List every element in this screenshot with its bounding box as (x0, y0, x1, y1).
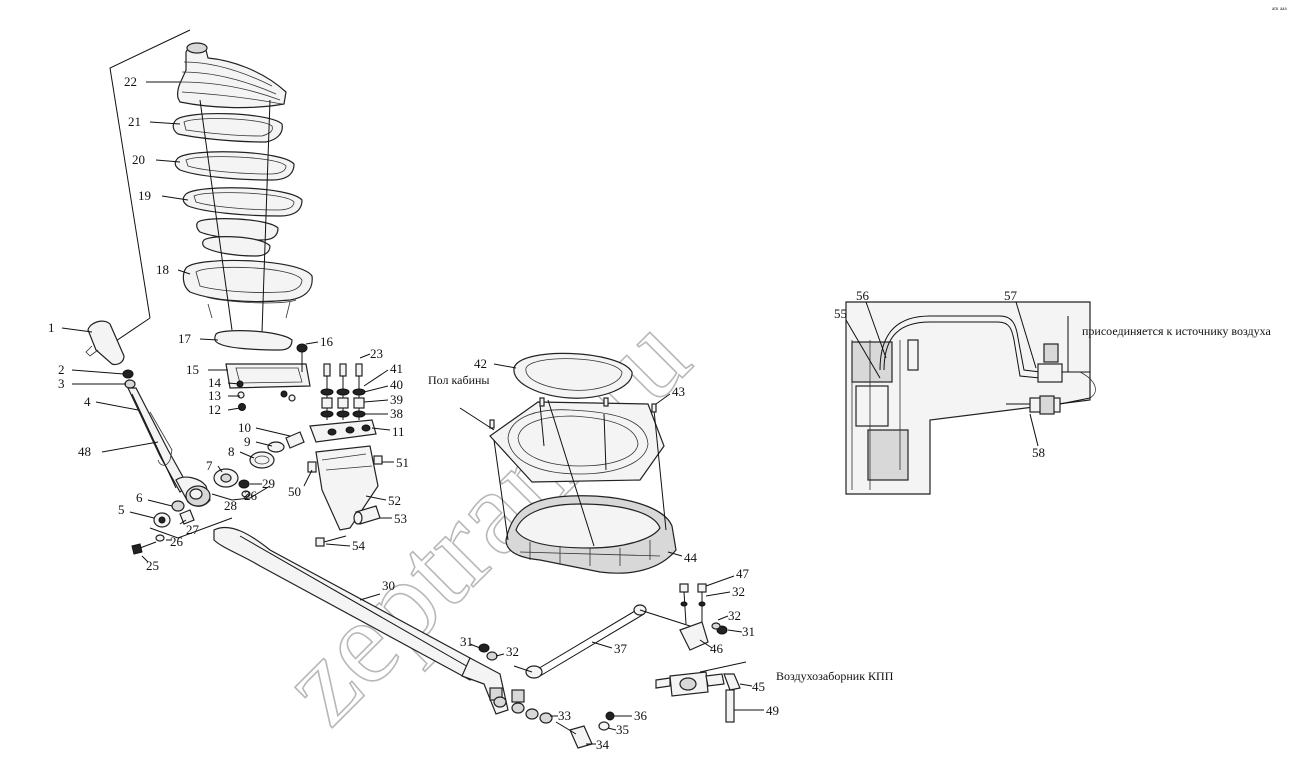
callout-10: 10 (238, 420, 251, 435)
callout-19: 19 (138, 188, 151, 203)
callout-3: 3 (58, 376, 65, 391)
part-1-knob (85, 320, 125, 366)
callout-49: 49 (766, 703, 779, 718)
annotation-gearbox-air-intake: Воздухозаборник КПП (776, 669, 894, 683)
callout-37: 37 (614, 641, 628, 656)
callout-58: 58 (1032, 445, 1045, 460)
linkage-assembly (213, 526, 747, 749)
callout-12: 12 (208, 402, 221, 417)
callout-50: 50 (288, 484, 301, 499)
callout-27: 27 (186, 522, 200, 537)
bracket-assembly (296, 343, 383, 547)
callout-21: 21 (128, 114, 141, 129)
floor-housing-assembly (459, 352, 677, 574)
callout-55: 55 (834, 306, 847, 321)
callout-8: 8 (228, 444, 235, 459)
callout-6: 6 (136, 490, 143, 505)
callouts: 22 21 20 19 18 17 15 14 13 12 1 2 3 4 48… (48, 74, 1045, 752)
callout-34: 34 (596, 737, 610, 752)
annotation-air-source: присоединяется к источнику воздуха (1082, 324, 1271, 338)
callout-52: 52 (388, 493, 401, 508)
callout-39: 39 (390, 392, 403, 407)
corner-mark: ᵃᵐ ᵃᵃᵃ (1272, 5, 1287, 14)
callout-35: 35 (616, 722, 629, 737)
callout-28: 28 (224, 498, 237, 513)
air-line-inset (845, 301, 1096, 495)
callout-2: 2 (58, 362, 65, 377)
callout-5: 5 (118, 502, 125, 517)
callout-32-lower: 32 (506, 644, 519, 659)
callout-13: 13 (208, 388, 221, 403)
callout-46: 46 (710, 641, 724, 656)
callout-45: 45 (752, 679, 765, 694)
callout-15: 15 (186, 362, 199, 377)
callout-4: 4 (84, 394, 91, 409)
callout-26-lower: 26 (170, 534, 184, 549)
callout-47: 47 (736, 566, 750, 581)
callout-51: 51 (396, 455, 409, 470)
callout-9: 9 (244, 434, 251, 449)
callout-17: 17 (178, 331, 192, 346)
callout-44: 44 (684, 550, 698, 565)
part-18-boot-base (182, 259, 313, 319)
callout-25: 25 (146, 558, 159, 573)
callout-36: 36 (634, 708, 648, 723)
annotation-cab-floor: Пол кабины (428, 373, 489, 387)
callout-26-upper: 26 (244, 488, 258, 503)
callout-22: 22 (124, 74, 137, 89)
callout-40: 40 (390, 377, 403, 392)
callout-41: 41 (390, 361, 403, 376)
part-22-boot (177, 42, 287, 109)
callout-33: 33 (558, 708, 571, 723)
callout-29: 29 (262, 476, 275, 491)
callout-7: 7 (206, 458, 213, 473)
callout-38: 38 (390, 406, 403, 421)
callout-11: 11 (392, 424, 405, 439)
callout-23: 23 (370, 346, 383, 361)
callout-1: 1 (48, 320, 55, 335)
callout-53: 53 (394, 511, 407, 526)
shift-lever-assembly (85, 29, 313, 555)
callout-32-upper: 32 (732, 584, 745, 599)
callout-48: 48 (78, 444, 91, 459)
callout-32-right: 32 (728, 608, 741, 623)
callout-16: 16 (320, 334, 334, 349)
callout-42: 42 (474, 356, 487, 371)
callout-20: 20 (132, 152, 145, 167)
callout-56: 56 (856, 288, 870, 303)
callout-54: 54 (352, 538, 366, 553)
callout-14: 14 (208, 375, 222, 390)
callout-57: 57 (1004, 288, 1018, 303)
callout-30: 30 (382, 578, 395, 593)
callout-18: 18 (156, 262, 169, 277)
callout-43: 43 (672, 384, 685, 399)
callout-31-right: 31 (742, 624, 755, 639)
callout-31-lower: 31 (460, 634, 473, 649)
